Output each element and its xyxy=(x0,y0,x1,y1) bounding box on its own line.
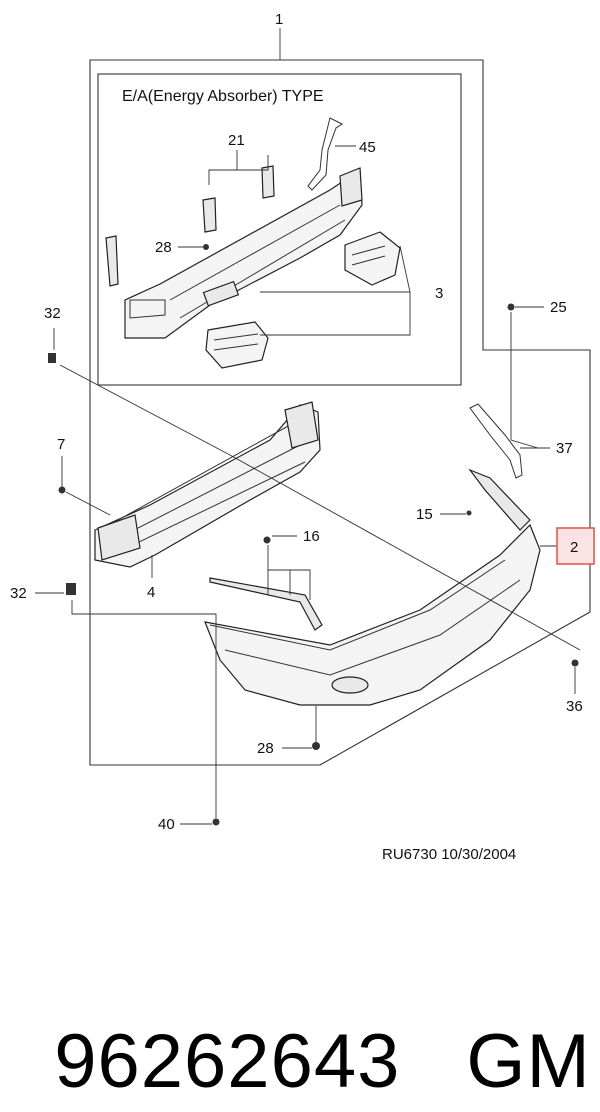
callout-40: 40 xyxy=(158,816,175,833)
inset-bolt-28 xyxy=(203,244,209,250)
callout-28-inset: 28 xyxy=(155,239,172,256)
callout-7-beam-leader xyxy=(65,491,111,516)
callout-3: 3 xyxy=(435,285,443,302)
callout-15: 15 xyxy=(416,506,433,523)
callout-21: 21 xyxy=(228,132,245,149)
fasteners xyxy=(48,303,579,826)
inset-absorbers xyxy=(205,231,401,369)
side-bracket-37 xyxy=(469,403,523,479)
callout-1: 1 xyxy=(275,11,283,28)
callout-16-support-leader xyxy=(267,545,311,600)
callout-25: 25 xyxy=(550,299,567,316)
callout-3-leader xyxy=(260,245,411,336)
bumper-fascia xyxy=(204,468,541,706)
inset-beam xyxy=(124,167,363,339)
parts-diagram: E/A(Energy Absorber) TYPE xyxy=(10,11,595,863)
center-support-16 xyxy=(209,577,323,631)
callout-2[interactable]: 2 xyxy=(570,539,578,556)
brand-name: GM xyxy=(466,1019,591,1104)
inset-frame xyxy=(97,73,462,386)
inset-title: E/A(Energy Absorber) TYPE xyxy=(122,88,324,105)
callout-45: 45 xyxy=(359,139,376,156)
callout-32-top: 32 xyxy=(44,305,61,322)
callout-21-leader xyxy=(208,150,269,185)
reinforcement-beam xyxy=(94,401,321,568)
callout-32-top-leader xyxy=(53,328,581,651)
footer: 96262643 GM xyxy=(10,912,590,1104)
part-number: 96262643 xyxy=(54,1019,401,1104)
inset-stays xyxy=(202,165,275,233)
inset-clip xyxy=(105,235,119,287)
highlight-box-2 xyxy=(556,527,595,565)
callout-37: 37 xyxy=(556,440,573,457)
inset-bracket-45 xyxy=(307,117,343,191)
callout-4: 4 xyxy=(147,584,155,601)
callout-36: 36 xyxy=(566,698,583,715)
assembly-frame xyxy=(89,59,591,766)
callout-28-main: 28 xyxy=(257,740,274,757)
drawing-stamp: RU6730 10/30/2004 xyxy=(382,846,516,863)
callout-7: 7 xyxy=(57,436,65,453)
callout-16: 16 xyxy=(303,528,320,545)
callout-25-bracket-leader xyxy=(510,312,539,449)
callout-40-leader xyxy=(71,600,217,818)
callout-32-left: 32 xyxy=(10,585,27,602)
